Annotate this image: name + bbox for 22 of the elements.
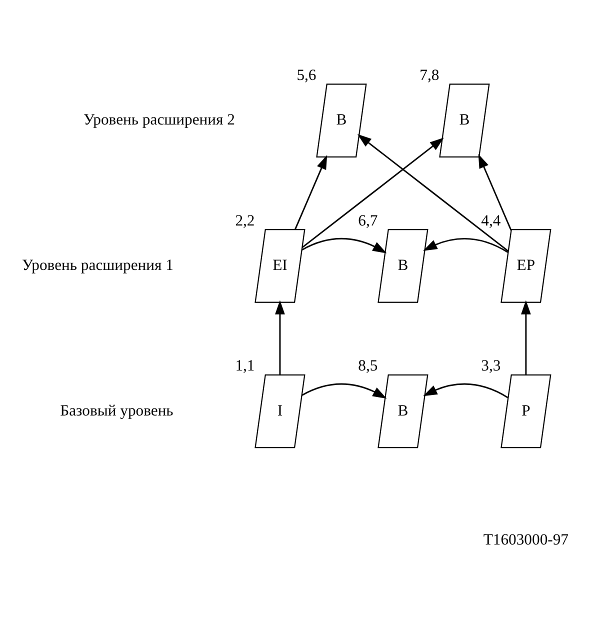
node-label: 8,5 xyxy=(358,358,378,375)
node-label: 4,4 xyxy=(481,212,501,230)
node-label: 2,2 xyxy=(235,212,255,230)
node-label: 7,8 xyxy=(420,66,440,84)
arrow xyxy=(302,138,444,248)
arrow xyxy=(521,300,531,375)
arrow xyxy=(423,383,508,398)
arrow xyxy=(294,155,328,230)
arrow xyxy=(275,300,285,375)
arrow xyxy=(302,383,387,399)
arrow xyxy=(302,238,387,254)
arrow xyxy=(478,154,512,231)
node-label: 5,6 xyxy=(296,66,316,84)
label: Уровень расширения 1 xyxy=(22,257,174,274)
label: Базовый уровень xyxy=(60,402,174,420)
node-label: 3,3 xyxy=(481,358,501,375)
arrow xyxy=(423,238,508,253)
arrow xyxy=(357,134,508,252)
label: Уровень расширения 2 xyxy=(83,112,235,129)
label: T1603000-97 xyxy=(483,532,569,549)
node-label: 1,1 xyxy=(235,358,255,375)
node-label: 6,7 xyxy=(358,212,378,230)
